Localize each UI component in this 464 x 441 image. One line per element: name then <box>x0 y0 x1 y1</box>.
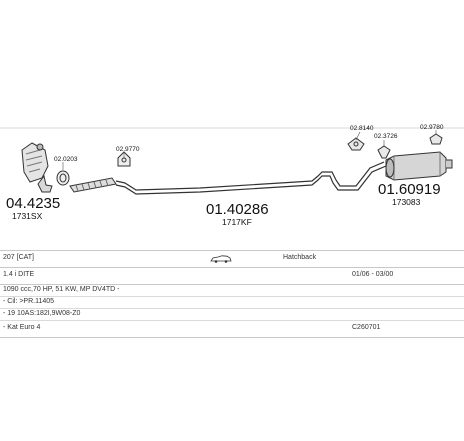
front-pipe-part <box>69 177 117 193</box>
rear-silencer-part <box>385 151 453 181</box>
hanger-part <box>347 137 365 151</box>
part-ref-label: 04.4235 <box>6 195 60 212</box>
part-ref-label: 02.9780 <box>420 124 444 131</box>
code-cell: C260701 <box>352 324 381 331</box>
period-cell: 01/06 - 03/00 <box>352 271 394 278</box>
model-cell: 207 [CAT] <box>3 254 34 261</box>
table-row: 1.4 i DITE 01/06 - 03/00 <box>0 268 464 285</box>
table-row: 1090 ccc,70 HP, 51 KW, MP DV4TD - <box>0 285 464 297</box>
clamp-part <box>117 151 131 167</box>
part-ref-label: 02.3726 <box>374 133 398 140</box>
table-row: - Kat Euro 4 C260701 <box>0 321 464 338</box>
body-type-cell: Hatchback <box>283 254 317 261</box>
rear-clamp-part <box>429 133 443 145</box>
part-ref-label: 02.0203 <box>54 156 78 163</box>
part-code-label: 1731SX <box>12 211 43 221</box>
emission-cell: - Kat Euro 4 <box>3 324 41 331</box>
part-ref-label: 01.60919 <box>378 181 441 198</box>
catalytic-converter-part <box>21 142 53 193</box>
spec-cell: 1090 ccc,70 HP, 51 KW, MP DV4TD - <box>3 286 120 293</box>
note-cell: - 19 10AS:182I,9W08-Z0 <box>3 310 81 317</box>
gasket-part <box>56 170 70 186</box>
part-code-label: 173083 <box>392 197 421 207</box>
exhaust-diagram: 04.4235 1731SX 02.0203 02.9770 01.40286 … <box>0 124 464 227</box>
car-silhouette-icon <box>210 255 232 263</box>
vehicle-info-table: 207 [CAT] Hatchback 1.4 i DITE 01/06 - 0… <box>0 250 464 338</box>
part-ref-label: 02.8140 <box>350 125 374 132</box>
middle-pipe-part <box>115 161 387 195</box>
part-ref-label: 02.9770 <box>116 146 140 153</box>
part-code-label: 1717KF <box>222 217 252 227</box>
part-ref-label: 01.40286 <box>206 201 269 218</box>
engine-cell: 1.4 i DITE <box>3 271 35 278</box>
table-row: - Cil: >PR.11405 <box>0 297 464 309</box>
table-row: 207 [CAT] Hatchback <box>0 250 464 268</box>
rubber-mount-part <box>377 145 391 159</box>
note-cell: - Cil: >PR.11405 <box>3 298 55 305</box>
table-row: - 19 10AS:182I,9W08-Z0 <box>0 309 464 321</box>
